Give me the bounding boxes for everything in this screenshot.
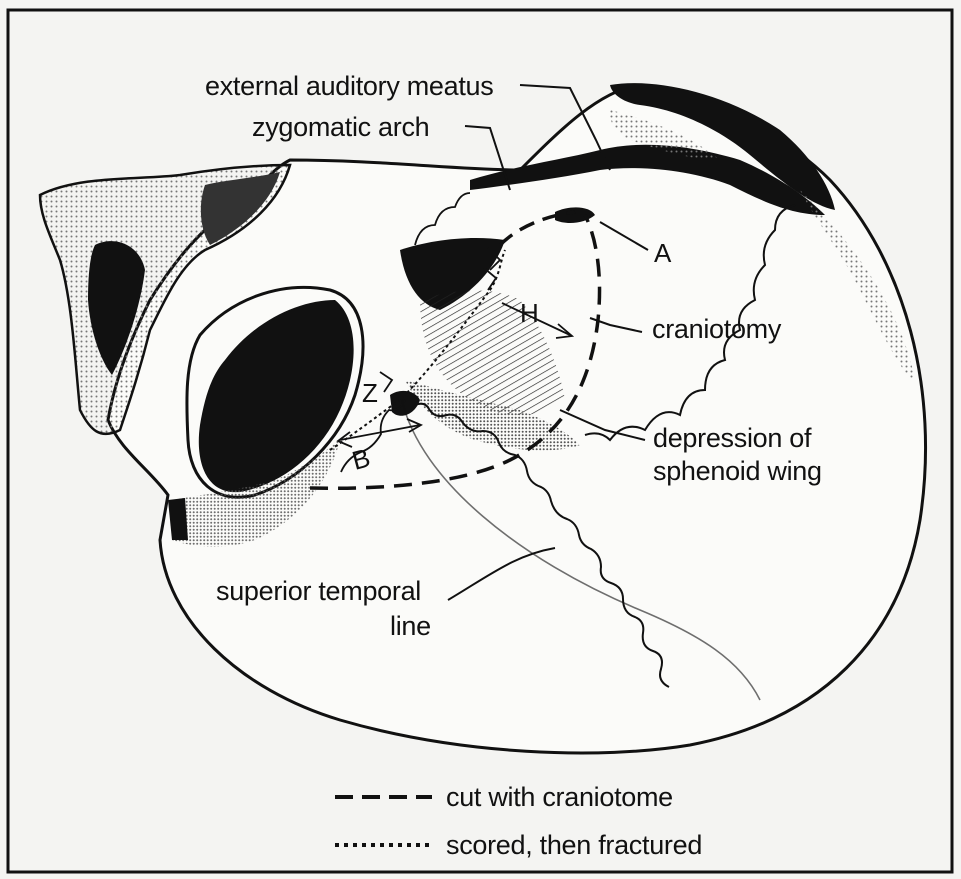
label-depression-line2: sphenoid wing	[653, 456, 822, 486]
label-superior-temporal-line1: superior temporal	[216, 576, 421, 606]
legend-dotted-label: scored, then fractured	[446, 830, 702, 860]
point-label-z: Z	[362, 378, 378, 408]
legend: cut with craniotome scored, then fractur…	[335, 782, 702, 860]
label-zygomatic-arch: zygomatic arch	[252, 112, 429, 142]
point-label-a: A	[654, 238, 672, 268]
label-depression-line1: depression of	[653, 423, 812, 453]
label-superior-temporal-line2: line	[390, 611, 431, 641]
label-craniotomy: craniotomy	[652, 314, 782, 344]
legend-dashed-label: cut with craniotome	[446, 782, 673, 812]
point-label-h: H	[520, 298, 539, 328]
label-external-auditory-meatus: external auditory meatus	[205, 71, 493, 101]
